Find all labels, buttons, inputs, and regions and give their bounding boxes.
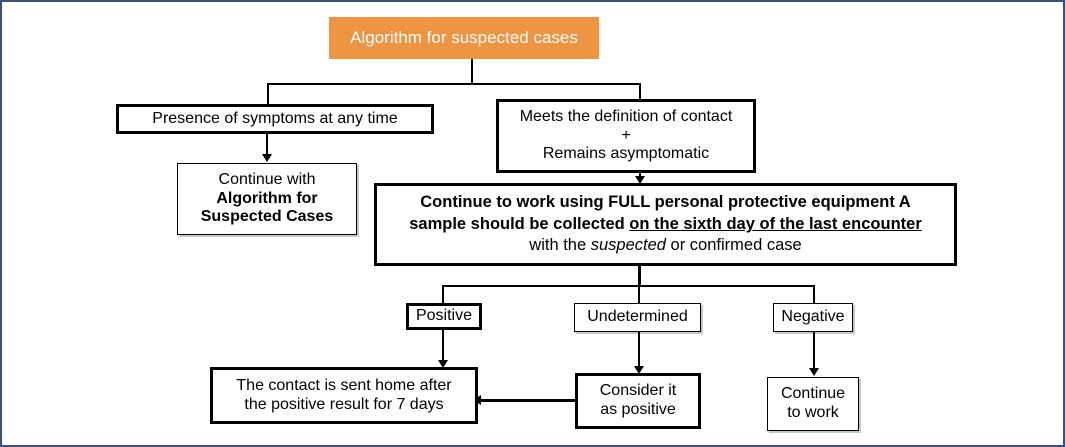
connector-symptoms-to-algorithm	[266, 134, 268, 158]
node-consider-positive-line-1: Consider it	[599, 382, 677, 400]
node-sent-home-line-1: The contact is sent home after	[236, 376, 452, 394]
connector-to-positive	[442, 285, 444, 304]
arrowhead-to-consider	[634, 366, 644, 374]
node-consider-positive-line-2: as positive	[600, 401, 676, 418]
connector-to-contact	[639, 83, 641, 99]
connector-results-split	[442, 285, 815, 287]
connector-title-down	[471, 59, 473, 85]
connector-ppe-down	[638, 266, 641, 286]
node-full-ppe-line-2-prefix: sample should be collected	[409, 214, 630, 233]
node-continue-algorithm-line-1: Continue with	[218, 170, 316, 188]
connector-to-negative	[813, 285, 815, 304]
node-full-ppe-line-1: Continue to work using FULL personal pro…	[420, 192, 911, 211]
node-negative: Negative	[773, 303, 853, 332]
node-continue-algorithm-line-2: Algorithm for	[216, 189, 318, 207]
node-contact-line-3: Remains asymptomatic	[542, 145, 710, 163]
node-undetermined-label: Undetermined	[587, 308, 688, 326]
connector-consider-to-sent-home	[481, 399, 577, 402]
node-contact-line-1: Meets the definition of contact	[519, 107, 733, 125]
node-negative-label: Negative	[781, 308, 845, 326]
node-continue-work-line-2: to work	[787, 404, 839, 421]
node-positive-label: Positive	[415, 307, 473, 325]
node-presence-of-symptoms: Presence of symptoms at any time	[116, 104, 434, 134]
connector-negative-to-continue-work	[813, 332, 815, 374]
node-full-ppe-line-2-underlined: on the sixth day of the last encounter	[629, 214, 922, 233]
node-consider-as-positive: Consider it as positive	[575, 373, 701, 429]
node-presence-of-symptoms-label: Presence of symptoms at any time	[152, 109, 398, 127]
node-continue-with-algorithm: Continue with Algorithm for Suspected Ca…	[177, 163, 357, 235]
node-continue-work-line-1: Continue	[780, 385, 846, 403]
node-full-ppe-line-3-prefix: with the	[529, 236, 591, 255]
node-full-ppe-line-3-suffix: or confirmed case	[665, 236, 802, 255]
node-full-ppe: Continue to work using FULL personal pro…	[374, 183, 957, 266]
node-continue-to-work: Continue to work	[767, 377, 859, 431]
title-box: Algorithm for suspected cases	[329, 17, 599, 59]
connector-undetermined-to-consider	[638, 332, 640, 372]
arrowhead-to-sent-home	[438, 360, 448, 368]
connector-split-top	[267, 83, 641, 85]
page-title: Algorithm for suspected cases	[350, 28, 578, 47]
node-full-ppe-line-3-italic: suspected	[590, 236, 666, 255]
node-positive: Positive	[406, 303, 482, 330]
node-contact-line-2: +	[621, 126, 631, 144]
connector-to-undetermined	[638, 285, 640, 304]
node-contact-sent-home: The contact is sent home after the posit…	[210, 367, 478, 424]
node-meets-definition-of-contact: Meets the definition of contact + Remain…	[496, 99, 756, 173]
arrowhead-to-ppe	[635, 176, 645, 184]
node-continue-algorithm-line-3: Suspected Cases	[200, 208, 334, 226]
arrowhead-to-continue-work	[809, 368, 819, 376]
node-undetermined: Undetermined	[574, 303, 701, 332]
connector-to-symptoms	[267, 83, 269, 104]
arrowhead-to-algorithm	[262, 154, 272, 162]
node-sent-home-line-2: the positive result for 7 days	[244, 395, 444, 413]
connector-positive-to-sent-home	[442, 330, 444, 366]
